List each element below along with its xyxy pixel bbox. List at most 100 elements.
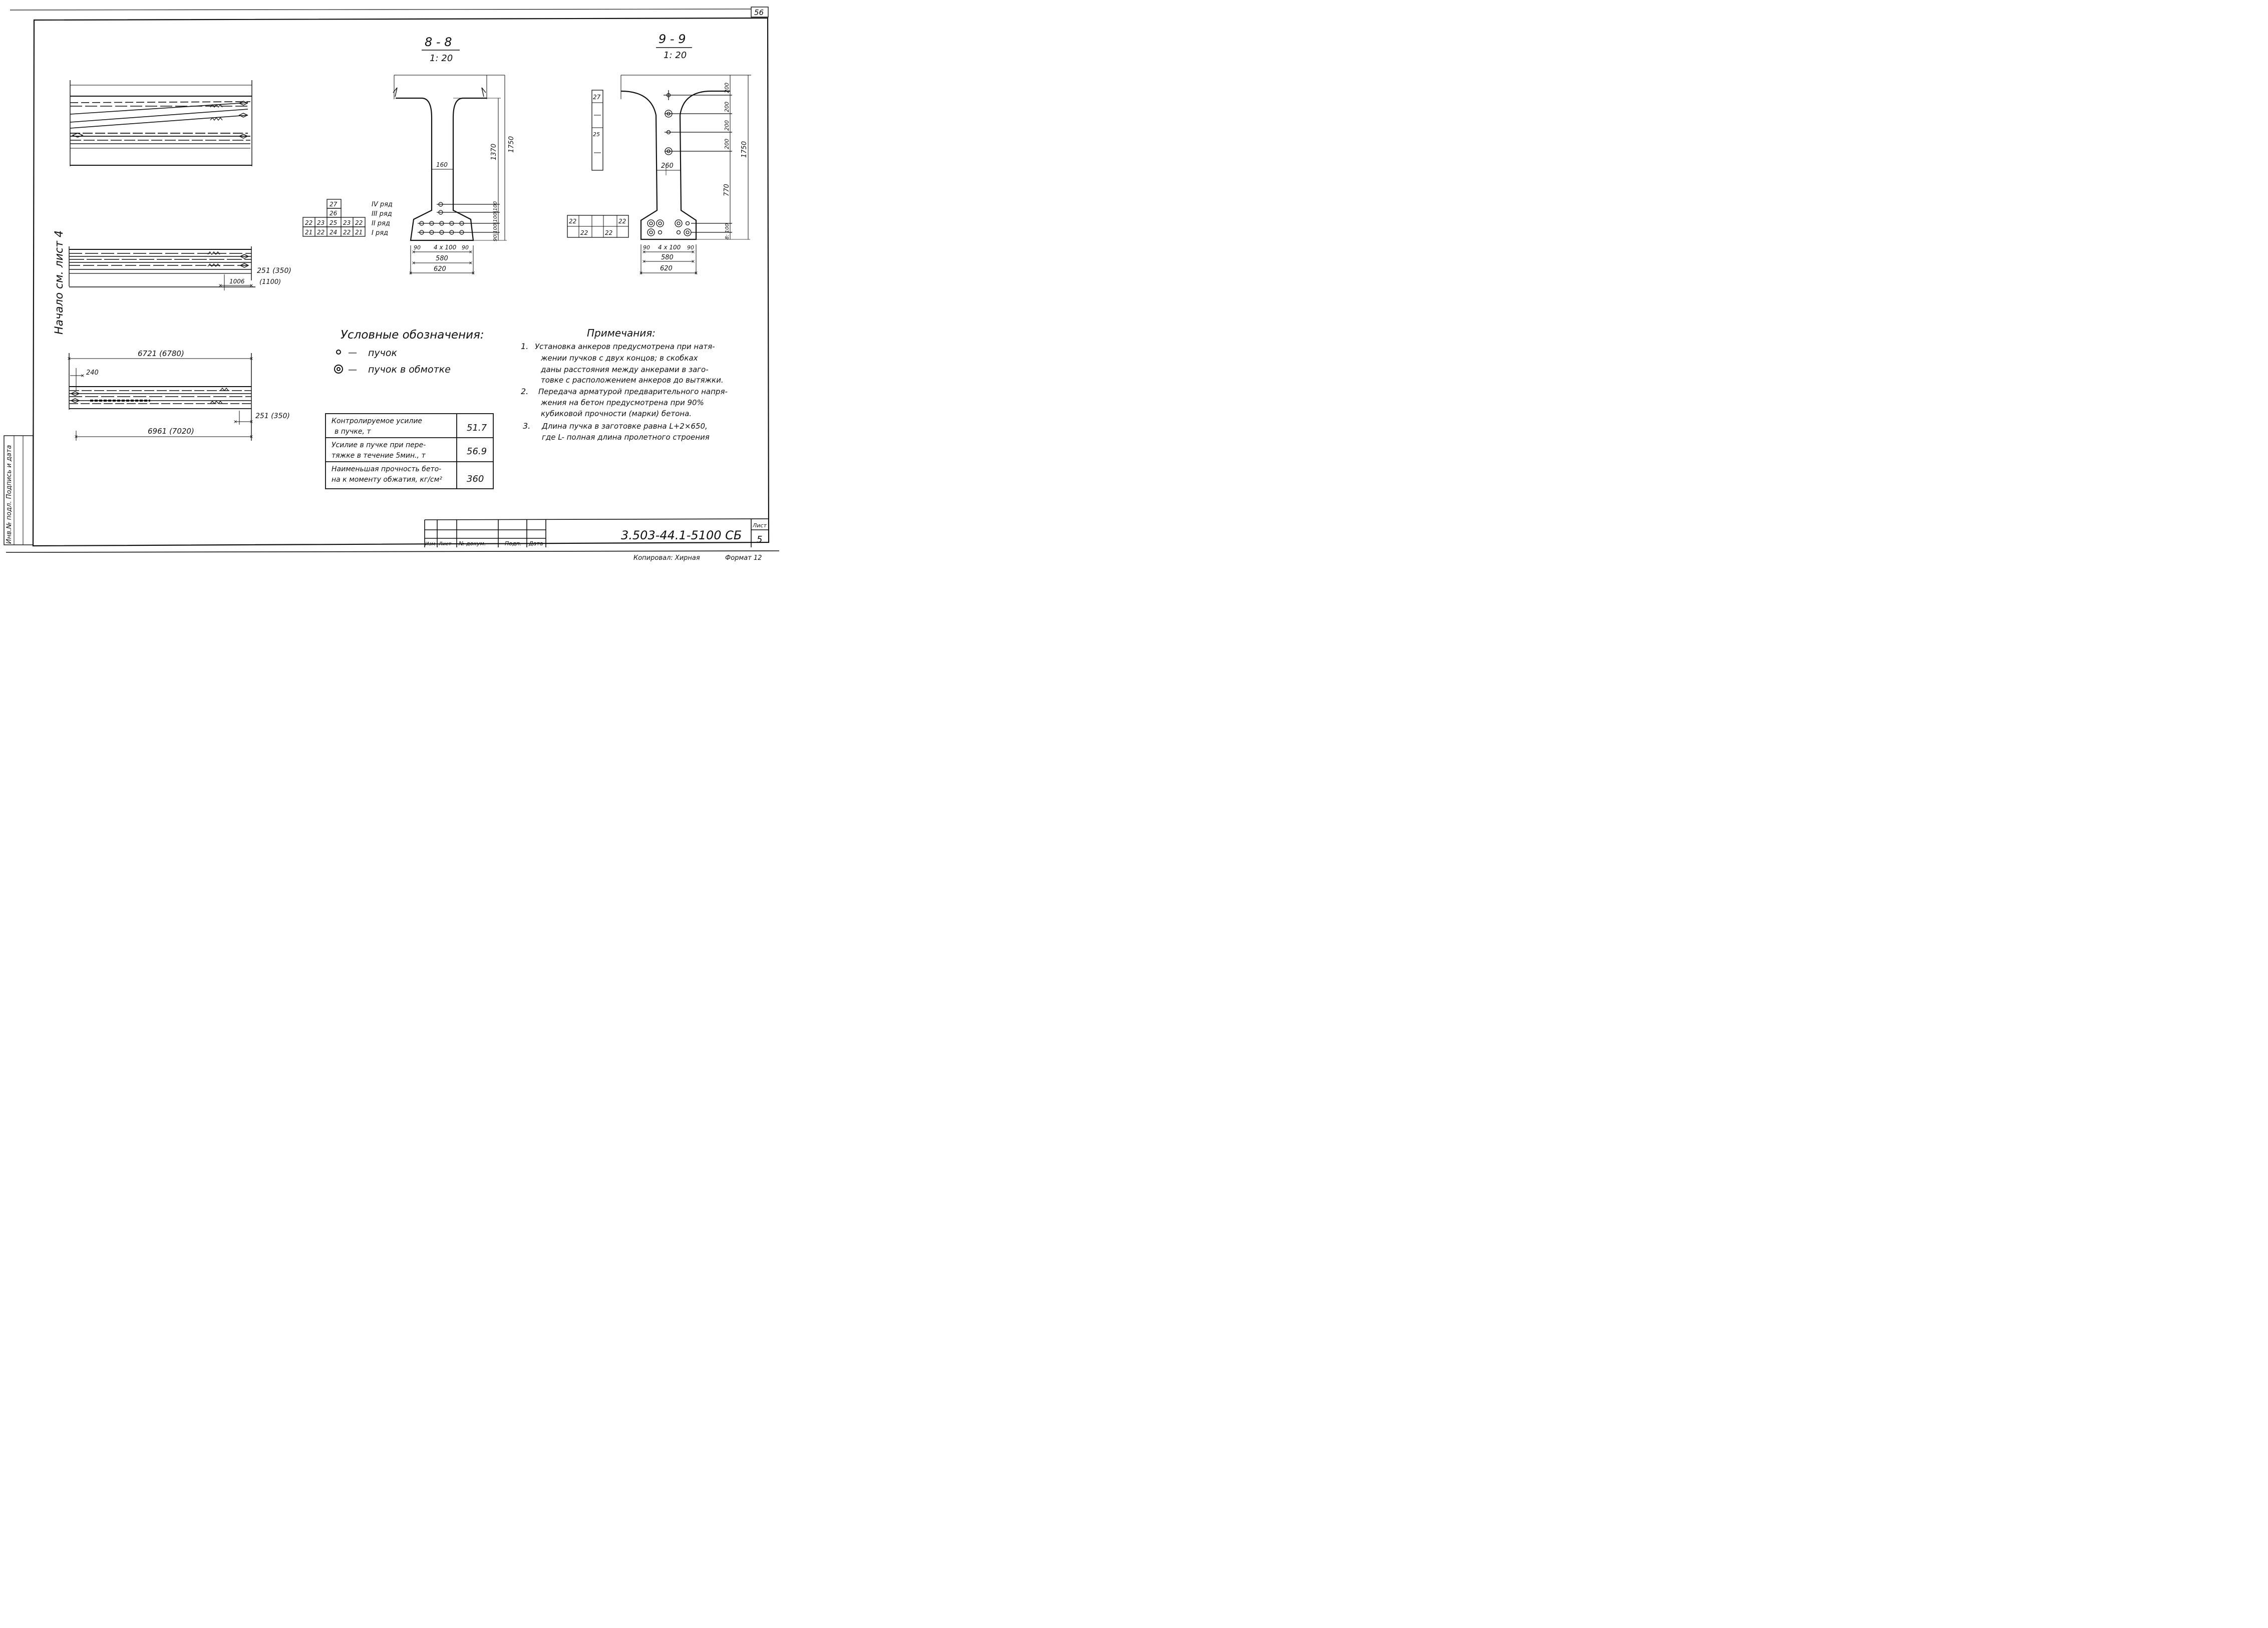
note-line: Передача арматурой предварительного напр… (538, 387, 728, 396)
section-8-bottom-stack: 90|100|100|100 (493, 201, 498, 241)
note-line: Длина пучка в заготовке равна L+2×650, (541, 422, 708, 431)
title-block-header: Лист (438, 541, 452, 547)
force-table (325, 413, 494, 489)
section-9-s2: 200 (724, 102, 730, 112)
row-table-cell: 21 (305, 229, 312, 236)
section-8-edge-r: 90 (462, 244, 469, 251)
row-table-cell: 22 (317, 229, 325, 236)
legend-item-bundle: пучок (368, 348, 398, 359)
legend-title: Условные обозначения: (341, 329, 484, 342)
section-9-s1: 200 (724, 83, 730, 93)
section-9-scale: 1: 20 (664, 50, 687, 61)
section-9-h-total: 1750 (741, 141, 748, 158)
row-table-cell: 24 (330, 229, 337, 236)
section-9-s3: 200 (724, 120, 730, 131)
left-margin-label: Начало см. лист 4 (53, 230, 66, 335)
section-9-web: 260 (661, 162, 674, 170)
note-line: жения на бетон предусмотрена при 90% (540, 398, 704, 407)
title-block-header: № докум. (458, 540, 486, 547)
row-label: IV ряд (372, 201, 393, 208)
force-label-line: Усилие в пучке при пере- (332, 441, 426, 449)
force-label-line: Наименьшая прочность бето- (332, 465, 441, 473)
title-block-header: Подп. (505, 540, 521, 547)
elevation-middle (69, 246, 255, 290)
sheet-corner-number: 56 (754, 8, 764, 17)
section-9-h-lower: 770 (723, 184, 731, 196)
section-9-edge-r: 90 (687, 244, 694, 251)
elevation-bottom (68, 353, 253, 441)
row-label: III ряд (372, 210, 392, 218)
title-block-header: Изм (425, 541, 436, 547)
note-line: жении пучков с двух концов; в скобках (540, 354, 698, 363)
sheet-number: 5 (757, 534, 762, 545)
row-table-cell: 25 (330, 219, 337, 226)
section-8-w-inner: 580 (436, 255, 448, 262)
wrapped-bundle-icon (334, 365, 343, 374)
footer-copied: Копировал: Хирная (633, 554, 700, 562)
title-block-header: Дата (528, 540, 543, 547)
left-stamp-label: Инв.№ подл. Подпись и дата (6, 445, 13, 544)
force-value: 360 (467, 474, 484, 484)
note-line: кубиковой прочности (марки) бетона. (541, 409, 692, 418)
section-8-h-total: 1750 (508, 136, 515, 153)
force-label-line: тяжке в течение 5мин., т (332, 452, 426, 460)
section-9-side-label: 22 (580, 229, 588, 236)
section-9-side-label: 22 (618, 218, 626, 225)
section-9-beam (567, 75, 751, 274)
row-table (302, 199, 366, 237)
row-table-cell: 23 (317, 219, 325, 226)
section-8-h-inner: 1370 (490, 144, 498, 160)
sheet-label: Лист (752, 522, 767, 529)
row-table-cell: 21 (355, 229, 363, 236)
middle-dim-b: 1006 (229, 278, 245, 285)
sheet-frame (4, 7, 780, 553)
note-number: 3. (523, 421, 530, 431)
document-number: 3.503-44.1-5100 СБ (621, 528, 742, 542)
legend-dash: — (348, 365, 357, 375)
bottom-left-dim: 240 (86, 369, 99, 377)
note-line: даны расстояния между анкерами в заго- (540, 365, 709, 374)
section-8-web: 160 (436, 161, 448, 168)
section-8-title: 8 - 8 (425, 35, 452, 49)
note-line: товке с расположением анкеров до вытяжки… (541, 376, 724, 385)
legend-item-wrapped: пучок в обмотке (368, 364, 451, 375)
elevation-top (70, 80, 252, 166)
row-table-cell: 22 (355, 219, 363, 226)
section-8-beam (393, 75, 507, 274)
section-9-s4: 200 (724, 139, 730, 149)
section-9-spacing: 4 x 100 (658, 244, 681, 251)
row-label: II ряд (372, 220, 390, 227)
section-9-side-label: 22 (569, 218, 576, 225)
section-8-w-total: 620 (434, 265, 446, 273)
drawing-sheet: 56 Инв.№ подл. Подпись и дата Начало см.… (4, 7, 780, 562)
bottom-bottom-dim: 6961 (7020) (148, 427, 194, 436)
force-label-line: на к моменту обжатия, кг/см² (332, 476, 442, 484)
title-block (424, 518, 769, 547)
footer-format: Формат 12 (725, 554, 762, 562)
section-8-scale: 1: 20 (430, 53, 453, 64)
bottom-top-dim: 6721 (6780) (138, 349, 184, 358)
section-8-spacing: 4 x 100 (434, 244, 457, 251)
section-9-bottom-stack: 8: 100 (725, 223, 730, 239)
section-9-side-label: 25 (593, 131, 600, 138)
note-number: 2. (521, 387, 528, 396)
section-9-edge-l: 90 (643, 244, 650, 251)
row-table-cell: 23 (343, 219, 351, 226)
row-table-cell: 26 (330, 210, 338, 217)
bottom-right-dim: 251 (350) (255, 412, 290, 420)
legend-dash: — (348, 348, 357, 358)
force-value: 51.7 (467, 423, 487, 433)
section-9-side-label: 22 (605, 229, 612, 236)
row-table-cell: 22 (343, 229, 351, 236)
force-label-line: в пучке, т (335, 428, 371, 436)
note-number: 1. (521, 342, 528, 351)
section-9-w-inner: 580 (661, 254, 674, 261)
row-table-cell: 22 (305, 219, 312, 226)
force-label-line: Контролируемое усилие (332, 417, 422, 425)
note-line: Установка анкеров предусмотрена при натя… (535, 342, 715, 351)
bundle-icon (336, 350, 341, 355)
row-table-cell: 27 (330, 201, 338, 208)
section-9-side-label: 27 (593, 94, 601, 101)
force-value: 56.9 (467, 446, 487, 457)
notes-title: Примечания: (587, 327, 656, 339)
